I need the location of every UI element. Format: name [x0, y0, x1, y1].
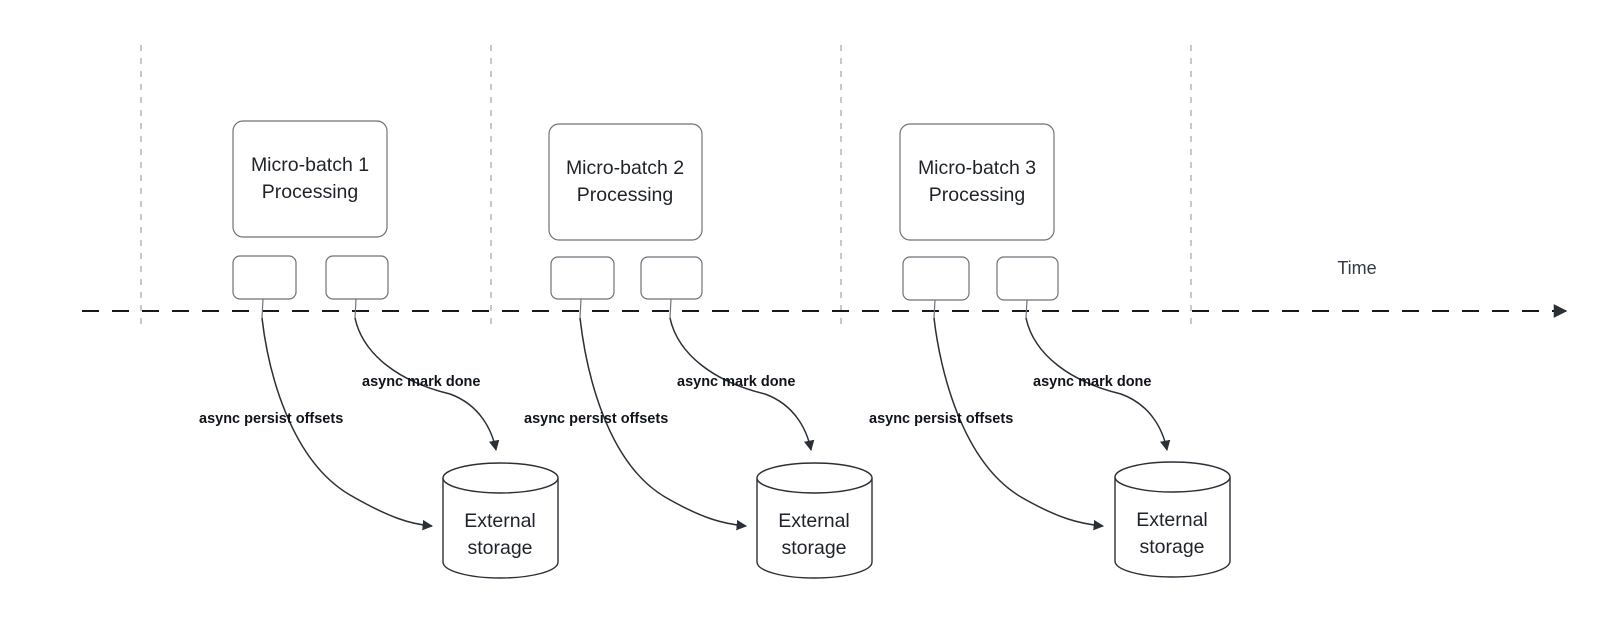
storage-cylinder-body [1114, 477, 1231, 578]
persist-offsets-edge [261, 317, 434, 531]
task-box-persist[interactable] [550, 256, 615, 300]
persist-offsets-edge [579, 317, 748, 531]
storage-cylinder-body [756, 478, 873, 579]
storage-label-line2: storage [467, 537, 532, 559]
mark-done-label: async mark done [677, 374, 795, 390]
storage-cylinder-top [442, 462, 559, 494]
storage-label-line1: External [1136, 509, 1208, 531]
group-1: Micro-batch 1 Processing async persist o… [199, 120, 559, 579]
micro-batch-label-line1: Micro-batch 2 [566, 157, 684, 179]
storage-label-line1: External [464, 510, 536, 532]
mark-done-label: async mark done [1033, 374, 1151, 390]
task-box-mark[interactable] [640, 256, 703, 300]
task-stem-mark [669, 298, 672, 319]
task-box-mark[interactable] [325, 255, 389, 300]
storage-cylinder-top [1114, 461, 1231, 493]
mark-done-edge [669, 317, 815, 452]
micro-batch-box[interactable] [232, 120, 388, 238]
micro-batch-box[interactable] [548, 123, 703, 241]
persist-offsets-label: async persist offsets [199, 411, 343, 427]
lifelines-group [140, 45, 1192, 330]
mark-done-edge [1025, 317, 1171, 452]
storage-cylinder-body [442, 478, 559, 579]
persist-offsets-edge [933, 317, 1105, 531]
task-stem-persist [933, 299, 936, 319]
task-box-mark[interactable] [996, 256, 1059, 301]
storage-cylinder-top [756, 462, 873, 494]
time-axis: Time [82, 258, 1568, 318]
storage-label-line2: storage [781, 537, 846, 559]
micro-batch-box[interactable] [899, 123, 1055, 241]
task-stem-persist [261, 298, 264, 319]
persist-offsets-label: async persist offsets [524, 411, 668, 427]
mark-done-edge [354, 317, 500, 452]
task-stem-persist [579, 298, 582, 319]
task-box-persist[interactable] [232, 255, 297, 300]
mark-done-label: async mark done [362, 374, 480, 390]
group-3: Micro-batch 3 Processing async persist o… [869, 123, 1231, 578]
micro-batch-label-line1: Micro-batch 1 [251, 154, 369, 176]
storage-label-line1: External [778, 510, 850, 532]
persist-offsets-label: async persist offsets [869, 411, 1013, 427]
micro-batch-label-line2: Processing [262, 181, 358, 203]
micro-batch-label-line2: Processing [929, 184, 1025, 206]
storage-label-line2: storage [1139, 536, 1204, 558]
task-stem-mark [354, 298, 357, 319]
task-box-persist[interactable] [902, 256, 970, 301]
micro-batch-label-line2: Processing [577, 184, 673, 206]
time-axis-label: Time [1337, 258, 1376, 278]
micro-batch-label-line1: Micro-batch 3 [918, 157, 1036, 179]
task-stem-mark [1025, 299, 1028, 319]
group-2: Micro-batch 2 Processing async persist o… [524, 123, 873, 579]
